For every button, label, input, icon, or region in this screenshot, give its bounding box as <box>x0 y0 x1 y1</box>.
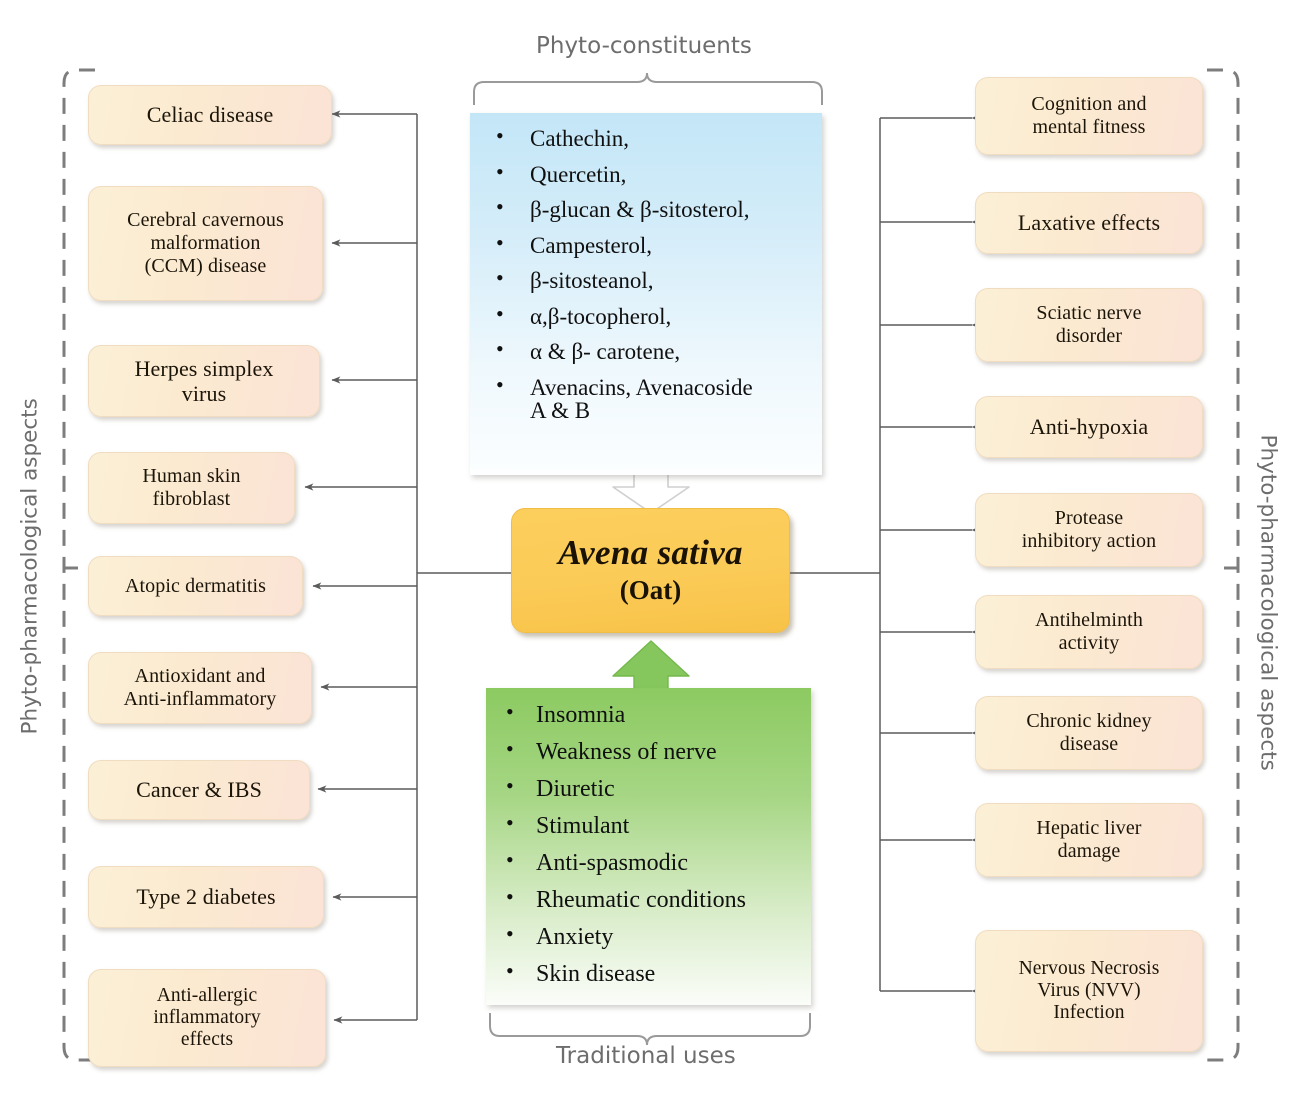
node-sciatic-nerve-disorder[interactable]: Sciatic nerve disorder <box>975 288 1203 362</box>
list-item: Diuretic <box>498 775 801 801</box>
node-herpes-simplex-virus[interactable]: Herpes simplex virus <box>88 345 320 417</box>
center-node-avena-sativa[interactable]: Avena sativa (Oat) <box>511 508 790 633</box>
list-item: Stimulant <box>498 812 801 838</box>
list-item: Anxiety <box>498 923 801 949</box>
center-node-title: Avena sativa <box>558 532 743 572</box>
node-cancer-and-ibs[interactable]: Cancer & IBS <box>88 760 310 820</box>
node-laxative-effects[interactable]: Laxative effects <box>975 192 1203 254</box>
phyto-constituents-label: Phyto-constituents <box>536 33 752 59</box>
list-item: Campesterol, <box>488 232 812 257</box>
list-item: Cathechin, <box>488 125 812 150</box>
node-nervous-necrosis-virus-infection[interactable]: Nervous Necrosis Virus (NVV) Infection <box>975 930 1203 1052</box>
node-atopic-dermatitis[interactable]: Atopic dermatitis <box>88 556 303 616</box>
list-item: β-sitosteanol, <box>488 267 812 292</box>
list-item: Rheumatic conditions <box>498 886 801 912</box>
phyto-constituents-panel: Cathechin, Quercetin, β-glucan & β-sitos… <box>470 113 822 475</box>
center-node-subtitle: (Oat) <box>619 575 682 606</box>
phyto-constituents-list: Cathechin, Quercetin, β-glucan & β-sitos… <box>470 113 822 422</box>
node-human-skin-fibroblast[interactable]: Human skin fibroblast <box>88 452 295 524</box>
list-item: Quercetin, <box>488 161 812 186</box>
node-anti-allergic-inflammatory-effects[interactable]: Anti-allergic inflammatory effects <box>88 969 326 1067</box>
traditional-uses-panel: Insomnia Weakness of nerve Diuretic Stim… <box>486 688 811 1005</box>
side-label-right: Phyto-pharmacological aspects <box>1255 434 1281 771</box>
node-chronic-kidney-disease[interactable]: Chronic kidney disease <box>975 696 1203 770</box>
list-item: β-glucan & β-sitosterol, <box>488 196 812 221</box>
traditional-uses-list: Insomnia Weakness of nerve Diuretic Stim… <box>486 688 811 986</box>
list-item: Avenacins, Avenacoside A & B <box>488 374 812 422</box>
node-anti-hypoxia[interactable]: Anti-hypoxia <box>975 396 1203 458</box>
list-item: Weakness of nerve <box>498 738 801 764</box>
node-celiac-disease[interactable]: Celiac disease <box>88 85 332 145</box>
list-item: Insomnia <box>498 701 801 727</box>
node-antihelminth-activity[interactable]: Antihelminth activity <box>975 595 1203 669</box>
traditional-uses-label: Traditional uses <box>556 1043 736 1069</box>
list-item: Skin disease <box>498 960 801 986</box>
node-cognition-and-mental-fitness[interactable]: Cognition and mental fitness <box>975 77 1203 155</box>
node-protease-inhibitory-action[interactable]: Protease inhibitory action <box>975 493 1203 567</box>
node-antioxidant-anti-inflammatory[interactable]: Antioxidant and Anti-inflammatory <box>88 652 312 724</box>
node-cerebral-cavernous-malformation[interactable]: Cerebral cavernous malformation (CCM) di… <box>88 186 323 301</box>
node-type-2-diabetes[interactable]: Type 2 diabetes <box>88 866 324 928</box>
list-item: α & β- carotene, <box>488 338 812 363</box>
node-hepatic-liver-damage[interactable]: Hepatic liver damage <box>975 803 1203 877</box>
list-item: Anti-spasmodic <box>498 849 801 875</box>
side-label-left: Phyto-pharmacological aspects <box>17 398 43 735</box>
list-item: α,β-tocopherol, <box>488 303 812 328</box>
